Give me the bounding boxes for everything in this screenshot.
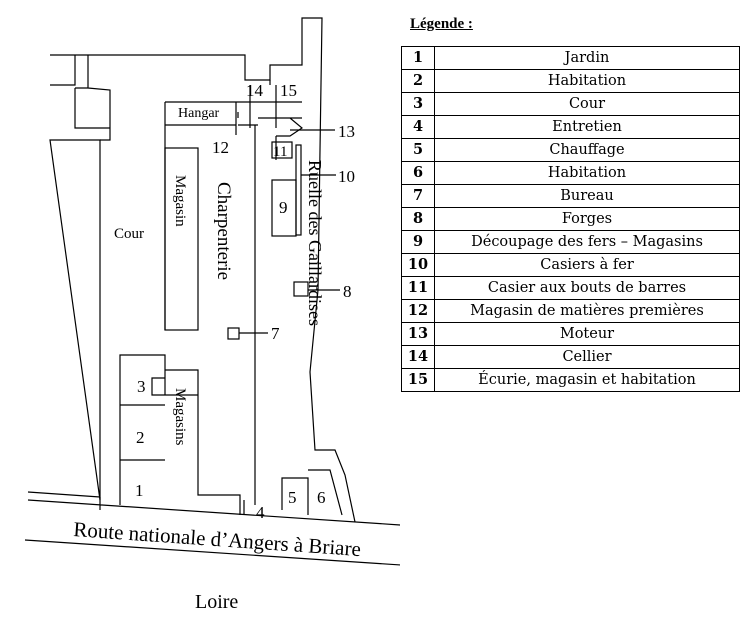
legend-label: Casier aux bouts de barres — [434, 276, 740, 300]
legend-label: Habitation — [434, 161, 740, 185]
legend-label: Entretien — [434, 115, 740, 139]
label-ruelle: Ruelle des Gaillardises — [305, 160, 325, 326]
legend-number: 8 — [401, 207, 435, 231]
label-1: 1 — [135, 481, 144, 500]
label-hangar: Hangar — [178, 106, 220, 121]
legend-number: 6 — [401, 161, 435, 185]
site-plan: Hangar Cour 12 14 15 13 11 10 9 8 7 3 2 … — [24, 17, 400, 613]
label-8: 8 — [343, 282, 352, 301]
legend-label: Chauffage — [434, 138, 740, 162]
legend-label: Magasin de matières premières — [434, 299, 740, 323]
legend-label: Habitation — [434, 69, 740, 93]
box-11 — [271, 141, 293, 159]
label-magasin: Magasin — [172, 175, 188, 227]
bottom-houses — [119, 354, 241, 515]
label-cour: Cour — [114, 226, 144, 242]
buildings-5-6 — [243, 469, 343, 516]
label-6: 6 — [317, 488, 326, 507]
leader-lines — [239, 129, 340, 334]
legend-number: 14 — [401, 345, 435, 369]
legend-number: 11 — [401, 276, 435, 300]
legend-number: 9 — [401, 230, 435, 254]
legend-number: 2 — [401, 69, 435, 93]
label-10: 10 — [338, 167, 355, 186]
label-2: 2 — [136, 428, 145, 447]
legend-number: 10 — [401, 253, 435, 277]
cellier-stable-block — [237, 80, 304, 160]
label-15: 15 — [280, 81, 297, 100]
magasin-block — [164, 147, 199, 331]
label-route: Route nationale d’Angers à Briare — [73, 517, 362, 561]
legend-label: Cour — [434, 92, 740, 116]
label-4: 4 — [256, 503, 265, 522]
road-lines — [24, 491, 400, 566]
legend-label: Jardin — [434, 46, 740, 70]
legend-label: Découpage des fers – Magasins — [434, 230, 740, 254]
label-3: 3 — [137, 377, 146, 396]
box-8 — [293, 281, 309, 297]
legend-number: 5 — [401, 138, 435, 162]
label-9: 9 — [279, 198, 288, 217]
label-7: 7 — [271, 324, 280, 343]
box-10 — [295, 144, 302, 236]
label-magasins: Magasins — [172, 388, 188, 446]
legend-title: Légende : — [410, 16, 473, 32]
box-7 — [227, 327, 240, 340]
label-13: 13 — [338, 122, 355, 141]
legend-number: 7 — [401, 184, 435, 208]
label-5: 5 — [288, 488, 297, 507]
legend-label: Moteur — [434, 322, 740, 346]
label-14: 14 — [246, 81, 264, 100]
label-12: 12 — [212, 138, 229, 157]
label-11: 11 — [273, 144, 287, 160]
label-charpenterie: Charpenterie — [213, 182, 234, 280]
outer-boundary — [49, 17, 356, 523]
legend-number: 15 — [401, 368, 435, 392]
legend-number: 4 — [401, 115, 435, 139]
legend-number: 12 — [401, 299, 435, 323]
label-loire: Loire — [195, 591, 238, 613]
legend-label: Casiers à fer — [434, 253, 740, 277]
charpenterie-block — [235, 125, 256, 505]
legend-label: Écurie, magasin et habitation — [434, 368, 740, 392]
legend-number: 3 — [401, 92, 435, 116]
legend-number: 1 — [401, 46, 435, 70]
plan-lines — [24, 17, 400, 566]
legend-label: Forges — [434, 207, 740, 231]
legend-label: Bureau — [434, 184, 740, 208]
legend-label: Cellier — [434, 345, 740, 369]
legend-number: 13 — [401, 322, 435, 346]
